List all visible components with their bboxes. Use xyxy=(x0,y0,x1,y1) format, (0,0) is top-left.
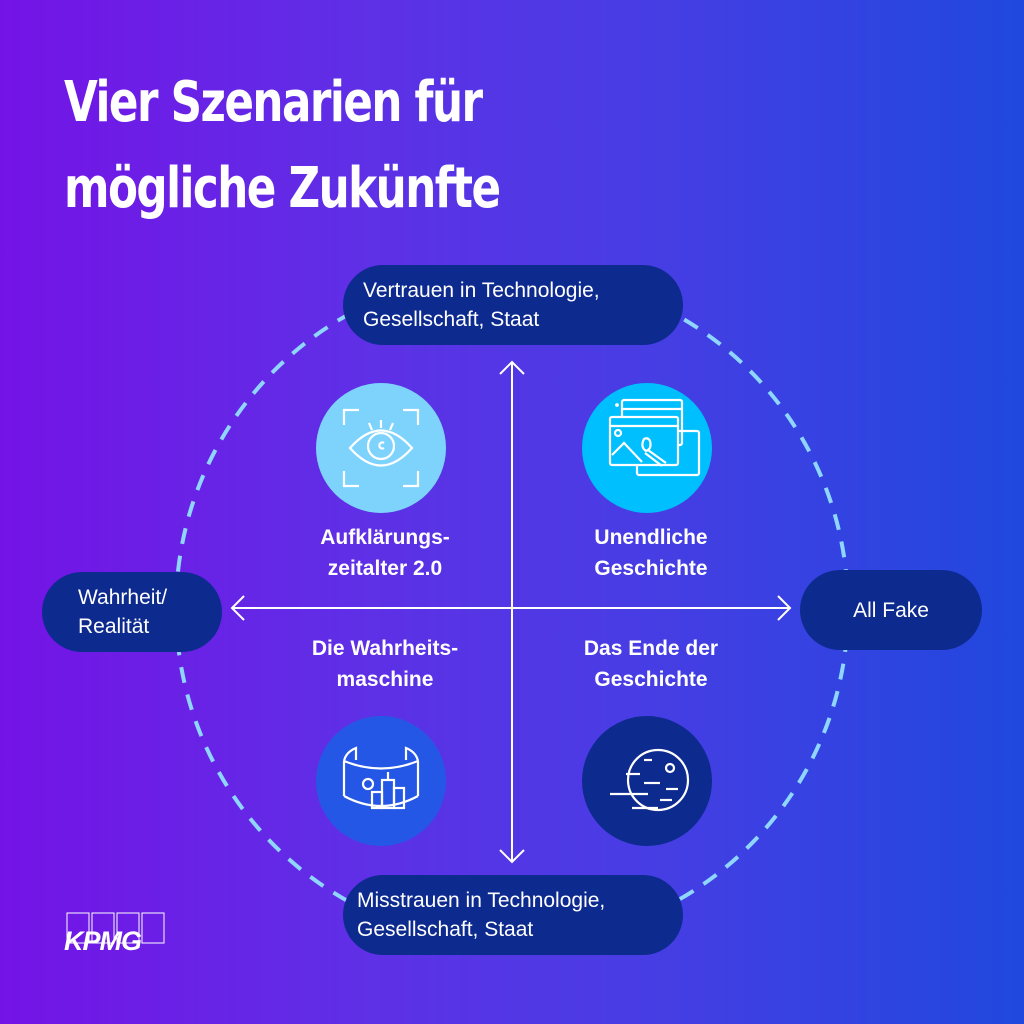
arrow-right-icon xyxy=(777,595,792,621)
eye-scan-icon xyxy=(342,408,420,488)
page-title: Vier Szenarien für mögliche Zukünfte xyxy=(64,60,501,232)
scenario-label-truth-machine-line1: Die Wahrheits- xyxy=(311,637,459,660)
image-windows-icon xyxy=(608,398,701,477)
scenario-label-endless-story-line2: Geschichte xyxy=(594,557,708,580)
panorama-city-icon xyxy=(342,746,420,810)
scenario-label-truth-machine: Die Wahrheits- maschine xyxy=(275,633,495,695)
axis-label-truth-line1: Wahrheit/ xyxy=(78,586,168,609)
axis-label-trust-line1: Vertrauen in Technologie, xyxy=(363,279,600,302)
scenario-label-enlightenment-line1: Aufklärungs- xyxy=(320,526,450,549)
kpmg-logo-boxes-icon xyxy=(66,912,165,944)
arrow-up-icon xyxy=(499,360,525,375)
scenario-icon-truth-machine xyxy=(316,716,446,846)
axis-label-distrust-line2: Gesellschaft, Staat xyxy=(357,918,534,941)
kpmg-logo: KPMG xyxy=(64,912,170,961)
axis-label-all-fake: All Fake xyxy=(800,570,982,650)
title-line-2: mögliche Zukünfte xyxy=(64,156,501,221)
scenario-label-endless-story: Unendliche Geschichte xyxy=(546,522,756,584)
scenario-label-truth-machine-line2: maschine xyxy=(336,668,434,691)
kpmg-logo-text: KPMG xyxy=(64,926,142,956)
scenario-label-enlightenment: Aufklärungs- zeitalter 2.0 xyxy=(280,522,490,584)
scenario-label-end-of-history-line1: Das Ende der xyxy=(583,637,719,660)
axis-label-distrust-line1: Misstrauen in Technologie, xyxy=(357,889,606,912)
scenario-label-end-of-history-line2: Geschichte xyxy=(594,668,708,691)
axis-label-distrust: Misstrauen in Technologie, Gesellschaft,… xyxy=(343,875,683,955)
axis-label-trust: Vertrauen in Technologie, Gesellschaft, … xyxy=(343,265,683,345)
axis-label-truth-line2: Realität xyxy=(78,615,150,638)
scenario-icon-enlightenment xyxy=(316,383,446,513)
axis-label-truth: Wahrheit/ Realität xyxy=(42,572,222,652)
scenario-icon-endless-story xyxy=(582,383,712,513)
axis-label-all-fake-text: All Fake xyxy=(853,598,929,622)
scenario-label-enlightenment-line2: zeitalter 2.0 xyxy=(327,557,443,580)
scenario-icon-end-of-history xyxy=(582,716,712,846)
arrow-left-icon xyxy=(230,595,245,621)
moving-planet-icon xyxy=(610,748,690,812)
axis-label-trust-line2: Gesellschaft, Staat xyxy=(363,308,540,331)
scenario-label-end-of-history: Das Ende der Geschichte xyxy=(541,633,761,695)
scenario-label-endless-story-line1: Unendliche xyxy=(594,526,708,549)
title-line-1: Vier Szenarien für xyxy=(64,70,483,135)
arrow-down-icon xyxy=(499,849,525,864)
